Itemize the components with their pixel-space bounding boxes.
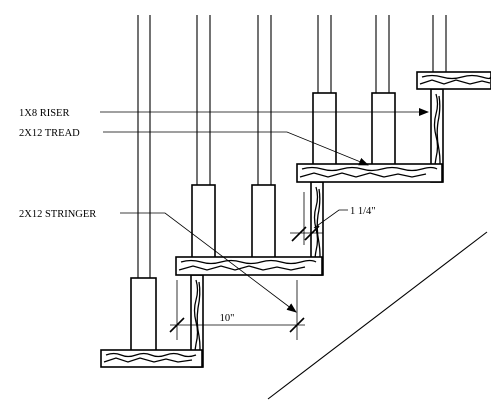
dimension-tick-icon xyxy=(169,317,185,333)
gap-dimension-label: 1 1/4" xyxy=(350,206,376,217)
riser-label: 1X8 RISER xyxy=(19,108,69,119)
balusters xyxy=(130,15,447,352)
tread-grain xyxy=(419,79,491,85)
stringer-label: 2X12 STRINGER xyxy=(19,209,96,220)
baluster-base xyxy=(130,277,157,352)
stringer-edge-line xyxy=(267,231,488,400)
tread-grain xyxy=(180,259,317,265)
gap-dimension xyxy=(290,192,323,245)
baluster-base xyxy=(371,92,396,166)
tread-grain xyxy=(299,172,427,178)
riser-grain xyxy=(196,281,201,361)
riser-grain xyxy=(316,188,321,268)
stringer-leader xyxy=(120,212,297,313)
tread-grain xyxy=(421,74,491,80)
treads xyxy=(100,71,491,368)
tread-leader xyxy=(103,131,369,166)
tread-label: 2X12 TREAD xyxy=(19,128,80,139)
tread-grain xyxy=(103,357,193,363)
tread-grain xyxy=(301,166,438,172)
baluster-base xyxy=(312,92,337,166)
tread-grain xyxy=(178,265,306,271)
gap-dimension-leader xyxy=(313,209,348,229)
dimension-tick-icon xyxy=(291,226,307,242)
baluster-base xyxy=(191,184,216,259)
riser-grain xyxy=(436,95,441,175)
run-dimension xyxy=(169,280,305,340)
tread-grain xyxy=(105,352,197,358)
leaders xyxy=(100,108,429,313)
run-dimension-label: 10" xyxy=(220,313,235,324)
dimension-tick-icon xyxy=(304,225,320,241)
baluster-base xyxy=(251,184,276,259)
dimension-tick-icon xyxy=(289,317,305,333)
